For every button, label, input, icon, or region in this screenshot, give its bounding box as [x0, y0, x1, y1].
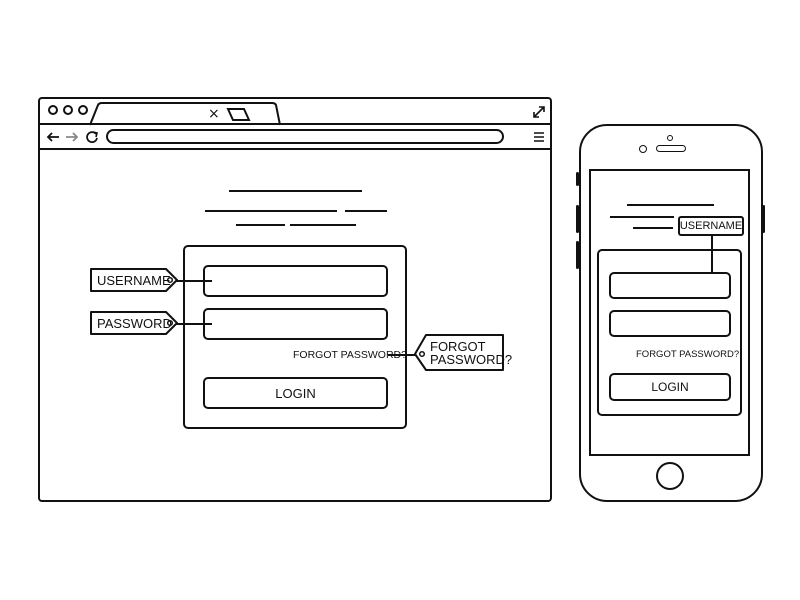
login-button[interactable]: LOGIN	[203, 377, 388, 409]
address-bar[interactable]	[106, 129, 504, 144]
mobile-text-placeholder-line	[610, 216, 674, 218]
window-dot-1[interactable]	[48, 105, 58, 115]
phone-mute-switch	[576, 172, 579, 186]
forgot-annotation-tag	[414, 334, 504, 371]
username-annotation-label: USERNAME	[97, 273, 171, 288]
phone-home-button[interactable]	[656, 462, 684, 490]
forgot-annotation-label-line2: PASSWORD?	[430, 352, 513, 367]
forgot-connector-line	[388, 354, 416, 356]
password-annotation-tag	[90, 311, 178, 335]
text-placeholder-line	[205, 210, 337, 212]
phone-power-button	[762, 205, 765, 233]
close-tab-icon[interactable]: ×	[208, 106, 220, 122]
expand-icon[interactable]	[532, 105, 546, 119]
phone-front-camera	[667, 135, 673, 141]
forgot-annotation-label-line1: FORGOT	[430, 339, 486, 354]
mobile-heading-placeholder-line	[627, 204, 714, 206]
tab-strip-divider	[40, 123, 550, 125]
window-dot-2[interactable]	[63, 105, 73, 115]
reload-icon[interactable]	[85, 130, 99, 144]
username-annotation-tag	[90, 268, 178, 292]
username-connector-line	[176, 280, 212, 282]
browser-window: ×	[38, 97, 552, 502]
text-placeholder-line	[290, 224, 356, 226]
mobile-username-annotation-tag: USERNAME	[678, 216, 744, 236]
text-placeholder-line	[345, 210, 387, 212]
mobile-text-placeholder-line	[633, 227, 673, 229]
mobile-login-button[interactable]: LOGIN	[609, 373, 731, 401]
mobile-password-input[interactable]	[609, 310, 731, 337]
new-tab-icon[interactable]	[226, 107, 252, 123]
password-annotation-label: PASSWORD	[97, 316, 172, 331]
password-input[interactable]	[203, 308, 388, 340]
menu-icon[interactable]	[533, 131, 545, 143]
heading-placeholder-line	[229, 190, 362, 192]
toolbar-divider	[40, 148, 550, 150]
mobile-username-input[interactable]	[609, 272, 731, 299]
mobile-username-connector-line	[711, 232, 713, 284]
username-input[interactable]	[203, 265, 388, 297]
mobile-forgot-password-link[interactable]: FORGOT PASSWORD?	[636, 349, 740, 360]
phone-speaker	[656, 145, 686, 152]
phone-volume-up-button	[576, 205, 579, 233]
forgot-password-link[interactable]: FORGOT PASSWORD?	[293, 349, 407, 361]
text-placeholder-line	[236, 224, 285, 226]
phone-sensor	[639, 145, 647, 153]
back-arrow-icon[interactable]	[46, 131, 60, 143]
password-connector-line	[176, 323, 212, 325]
phone-volume-down-button	[576, 241, 579, 269]
forward-arrow-icon[interactable]	[65, 131, 79, 143]
window-dot-3[interactable]	[78, 105, 88, 115]
